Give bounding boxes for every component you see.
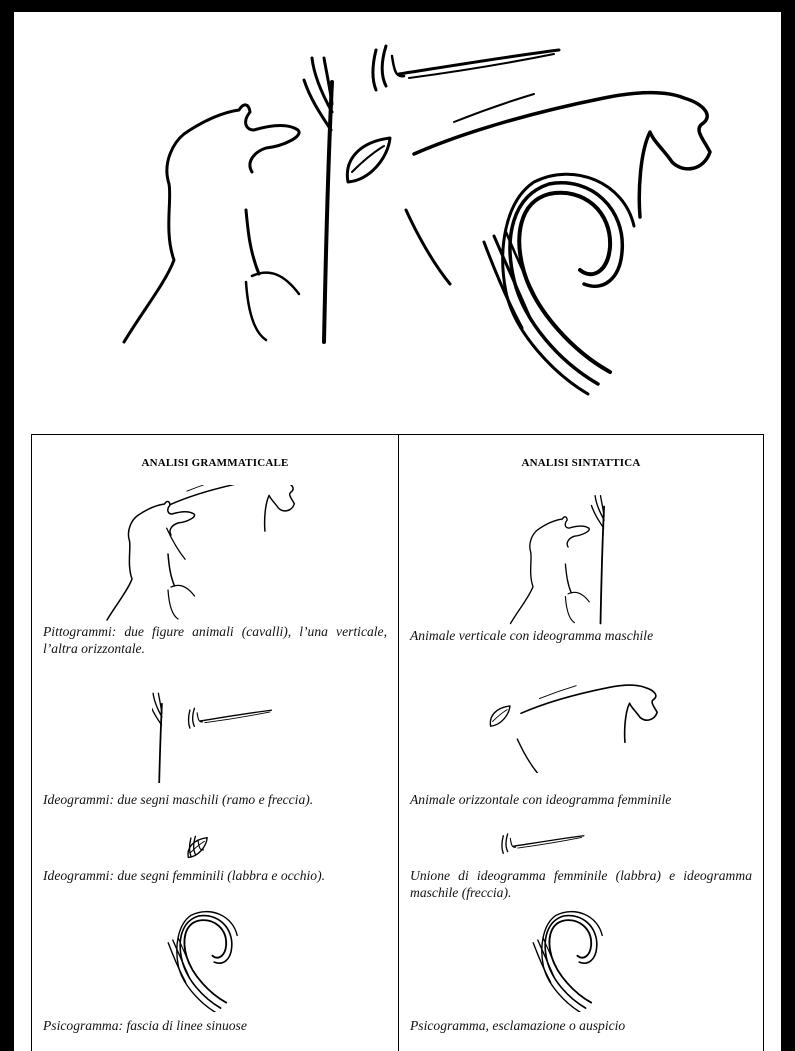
vertical-horse-male-thumbnail xyxy=(509,495,649,625)
grammatical-analysis-column: ANALISI GRAMMATICALE Pittogrammi: due fi… xyxy=(32,435,399,1051)
psychogram-exclamation-thumbnail xyxy=(527,897,627,1012)
syntactic-analysis-header: ANALISI SINTATTICA xyxy=(399,457,763,469)
document-page: ANALISI GRAMMATICALE Pittogrammi: due fi… xyxy=(14,12,781,1051)
horizontal-horse-figure xyxy=(406,93,710,284)
female-ideograms-caption: Ideogrammi: due segni femminili (labbra … xyxy=(43,867,387,884)
male-ideograms-thumbnail xyxy=(152,683,272,783)
lips-arrow-union-thumbnail xyxy=(499,827,659,863)
female-ideograms-thumbnail xyxy=(184,827,254,863)
arrow-ideogram xyxy=(399,50,559,78)
lips-arrow-union-caption: Unione di ideogramma femminile (labbra) … xyxy=(410,867,752,901)
vertical-horse-figure xyxy=(124,105,299,342)
male-ideograms-caption: Ideogrammi: due segni maschili (ramo e f… xyxy=(43,791,387,808)
grammatical-analysis-header: ANALISI GRAMMATICALE xyxy=(32,457,398,469)
lips-ideogram xyxy=(373,46,404,90)
wavy-lines-psychogram xyxy=(484,174,634,394)
horizontal-horse-female-thumbnail xyxy=(484,673,664,773)
psychogram-exclamation-caption: Psicogramma, esclamazione o auspicio xyxy=(410,1017,752,1034)
eye-ideogram xyxy=(347,138,390,182)
rock-art-drawing xyxy=(14,12,781,422)
horizontal-horse-female-caption: Animale orizzontale con ideogramma femmi… xyxy=(410,791,752,808)
pictograms-caption: Pittogrammi: due figure animali (cavalli… xyxy=(43,623,387,657)
vertical-horse-male-caption: Animale verticale con ideogramma maschil… xyxy=(410,627,752,644)
pictograms-thumbnail xyxy=(92,485,342,625)
psychogram-caption: Psicogramma: fascia di linee sinuose xyxy=(43,1017,387,1034)
branch-ideogram xyxy=(304,58,332,342)
syntactic-analysis-column: ANALISI SINTATTICA Animale verticale con… xyxy=(399,435,763,1051)
analysis-table: ANALISI GRAMMATICALE Pittogrammi: due fi… xyxy=(31,434,764,1051)
psychogram-thumbnail xyxy=(162,897,262,1012)
